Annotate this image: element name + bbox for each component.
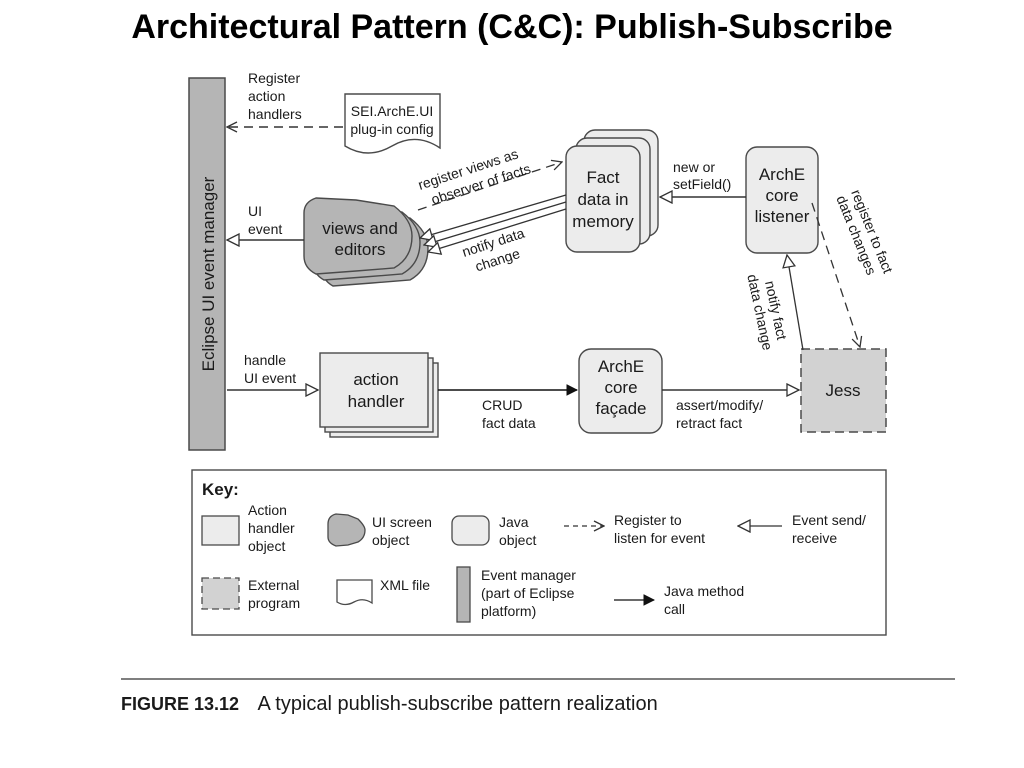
fact-data-in-memory <box>565 129 659 253</box>
notify-fact-label: notify factdata change <box>744 270 791 352</box>
figure-caption: FIGURE 13.12 A typical publish-subscribe… <box>121 693 658 715</box>
register-views-arrow <box>417 162 562 211</box>
action-handler <box>319 352 439 438</box>
figure-number: FIGURE 13.12 <box>121 694 239 714</box>
register-fact-label: register to factdata changes <box>833 187 896 281</box>
notify-change-arrow-1 <box>420 194 567 238</box>
notify-change-arrow-2 <box>424 201 567 245</box>
notify-change-label: notify datachange <box>460 225 532 277</box>
event-manager-label: Eclipse UI event manager <box>199 176 218 371</box>
jess-label: Jess <box>826 381 861 400</box>
plugin-config-xml-file <box>344 93 441 154</box>
assert-modify-label: assert/modify/retract fact <box>676 397 763 431</box>
views-and-editors <box>303 197 429 287</box>
jess-external-program <box>800 348 887 433</box>
key-ui-screen-swatch <box>327 513 366 547</box>
arche-core-facade <box>578 348 663 434</box>
event-manager-bar <box>188 77 226 451</box>
page-title: Architectural Pattern (C&C): Publish-Sub… <box>131 8 893 46</box>
notify-fact-arrow <box>787 255 804 351</box>
key-external-program-swatch <box>201 577 240 610</box>
key-event-send-label: Event send/receive <box>792 512 866 546</box>
arche-core-listener <box>745 146 819 254</box>
figure-caption-text: A typical publish-subscribe pattern real… <box>258 693 658 715</box>
key-java-object-swatch <box>451 515 490 546</box>
key-box <box>191 469 887 636</box>
key-action-handler-swatch <box>201 515 240 546</box>
register-views-label: register views asobserver of facts <box>416 143 533 210</box>
register-fact-arrow <box>811 202 860 347</box>
notify-change-arrow-3 <box>428 208 567 252</box>
key-event-manager-swatch <box>456 566 471 623</box>
key-title: Key: <box>202 480 239 499</box>
key-xml-file-swatch <box>336 579 373 606</box>
key-xml-file-label: XML file <box>380 577 430 593</box>
